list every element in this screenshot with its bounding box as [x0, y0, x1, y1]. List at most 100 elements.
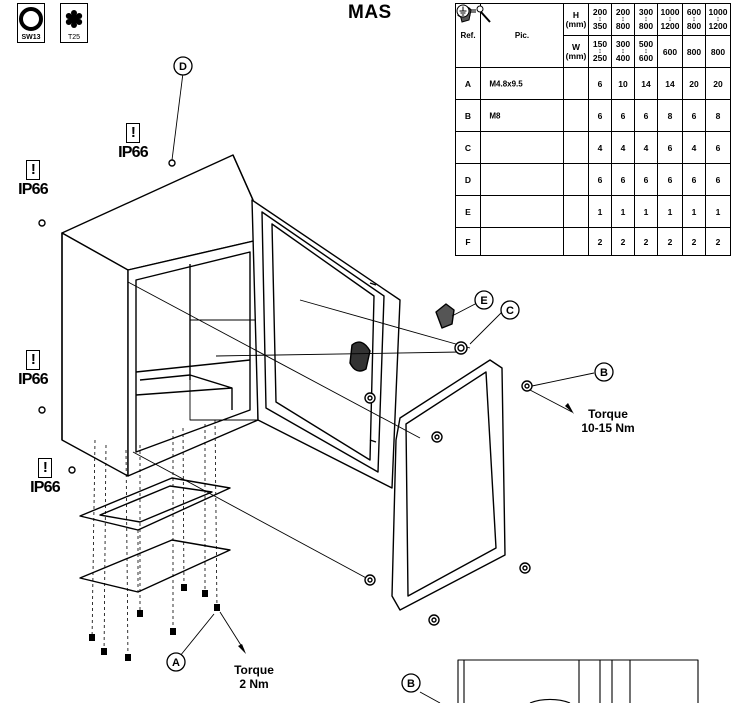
ip66-label-top: ! IP66	[118, 123, 149, 161]
ip66-label-left-upper: ! IP66	[18, 160, 49, 198]
bom-qty: 8	[657, 99, 683, 132]
bom-size-col: 600	[657, 35, 683, 68]
bom-ref: F	[455, 227, 481, 256]
bom-qty: 6	[682, 99, 706, 132]
diagram-title: MAS	[348, 2, 392, 23]
bom-qty: 6	[588, 67, 612, 100]
bom-qty: 1	[657, 195, 683, 228]
bom-qty: 6	[611, 99, 635, 132]
bom-spacer	[563, 195, 589, 228]
bom-qty: 2	[611, 227, 635, 256]
bom-qty: 4	[611, 131, 635, 164]
bom-size-col: 200↕350	[588, 3, 612, 36]
bom-qty: 6	[611, 163, 635, 196]
bom-ref: C	[455, 131, 481, 164]
bom-qty: 4	[682, 131, 706, 164]
bom-qty: 1	[705, 195, 731, 228]
bom-part-name: M8	[489, 111, 501, 121]
bom-qty: 6	[682, 163, 706, 196]
callout-b: B	[600, 367, 608, 379]
bom-qty: 1	[588, 195, 612, 228]
bom-size-col: 500↕600	[634, 35, 658, 68]
bom-qty: 2	[682, 227, 706, 256]
tool-sw13: SW13	[17, 3, 45, 43]
bom-qty: 6	[657, 163, 683, 196]
bom-spacer	[563, 163, 589, 196]
bom-qty: 20	[682, 67, 706, 100]
bom-qty: 6	[588, 99, 612, 132]
torx-bit-icon	[65, 10, 83, 28]
bom-picture: M4.8x9.5	[457, 5, 564, 100]
bom-size-col: 1000↕1200	[705, 3, 731, 36]
gland-plates	[79, 477, 231, 593]
bom-spacer	[563, 99, 589, 132]
callout-d: D	[179, 61, 187, 73]
bom-qty: 2	[657, 227, 683, 256]
bom-size-col: 800	[682, 35, 706, 68]
torque-label-plate: Torque 10-15 Nm	[581, 407, 635, 435]
bom-size-col: 300↕800	[634, 3, 658, 36]
bom-qty: 14	[657, 67, 683, 100]
ip66-label-left-middle: ! IP66	[18, 350, 49, 388]
tool-label: T25	[67, 34, 81, 41]
bom-table: Ref. Pic. H(mm) 200↕350 200↕800 300↕800 …	[455, 3, 731, 256]
warning-icon: !	[126, 123, 140, 143]
bom-qty: 8	[705, 99, 731, 132]
torque-label-gland: Torque 2 Nm	[234, 663, 274, 691]
mounting-plate	[391, 359, 506, 611]
bom-size-col: 150↕250	[588, 35, 612, 68]
warning-icon: !	[26, 350, 40, 370]
bom-qty: 2	[588, 227, 612, 256]
ip66-label-left-lower: ! IP66	[30, 458, 61, 496]
bom-size-col: 600↕800	[682, 3, 706, 36]
bom-qty: 1	[682, 195, 706, 228]
bom-qty: 1	[634, 195, 658, 228]
bom-qty: 14	[634, 67, 658, 100]
callout-b-detail: B	[407, 678, 415, 690]
bom-size-col: 300↕400	[611, 35, 635, 68]
hex-socket-icon	[19, 7, 43, 31]
bom-qty: 2	[705, 227, 731, 256]
bom-qty: 6	[657, 131, 683, 164]
bom-qty: 6	[588, 163, 612, 196]
warning-icon: !	[26, 160, 40, 180]
bom-size-col: 1000↕1200	[657, 3, 683, 36]
callout-e: E	[480, 295, 487, 307]
bom-qty: 1	[611, 195, 635, 228]
bom-qty: 6	[634, 163, 658, 196]
bom-picture: M8	[457, 3, 564, 132]
bom-qty: 20	[705, 67, 731, 100]
bom-ref: D	[455, 163, 481, 196]
bom-size-col: 800	[705, 35, 731, 68]
bom-pic-header: Pic.	[480, 3, 564, 68]
detail-view	[457, 659, 699, 703]
bom-ref: B	[455, 99, 481, 132]
bom-spacer	[563, 67, 589, 100]
bom-qty: 6	[634, 99, 658, 132]
bom-qty: 6	[705, 131, 731, 164]
tool-t25: T25	[60, 3, 88, 43]
callout-c: C	[506, 305, 514, 317]
callout-a: A	[172, 657, 180, 669]
bom-w-label: W(mm)	[563, 35, 589, 68]
bom-qty: 10	[611, 67, 635, 100]
cabinet-door	[251, 199, 401, 489]
bom-picture	[457, 6, 564, 164]
bom-picture	[457, 6, 564, 196]
bom-qty: 4	[634, 131, 658, 164]
bom-spacer	[563, 227, 589, 256]
bom-ref: E	[455, 195, 481, 228]
warning-icon: !	[38, 458, 52, 478]
bom-ref: A	[455, 67, 481, 100]
bom-h-label: H(mm)	[563, 3, 589, 36]
tool-label: SW13	[21, 34, 41, 41]
bom-spacer	[563, 131, 589, 164]
bom-picture	[457, 4, 564, 228]
